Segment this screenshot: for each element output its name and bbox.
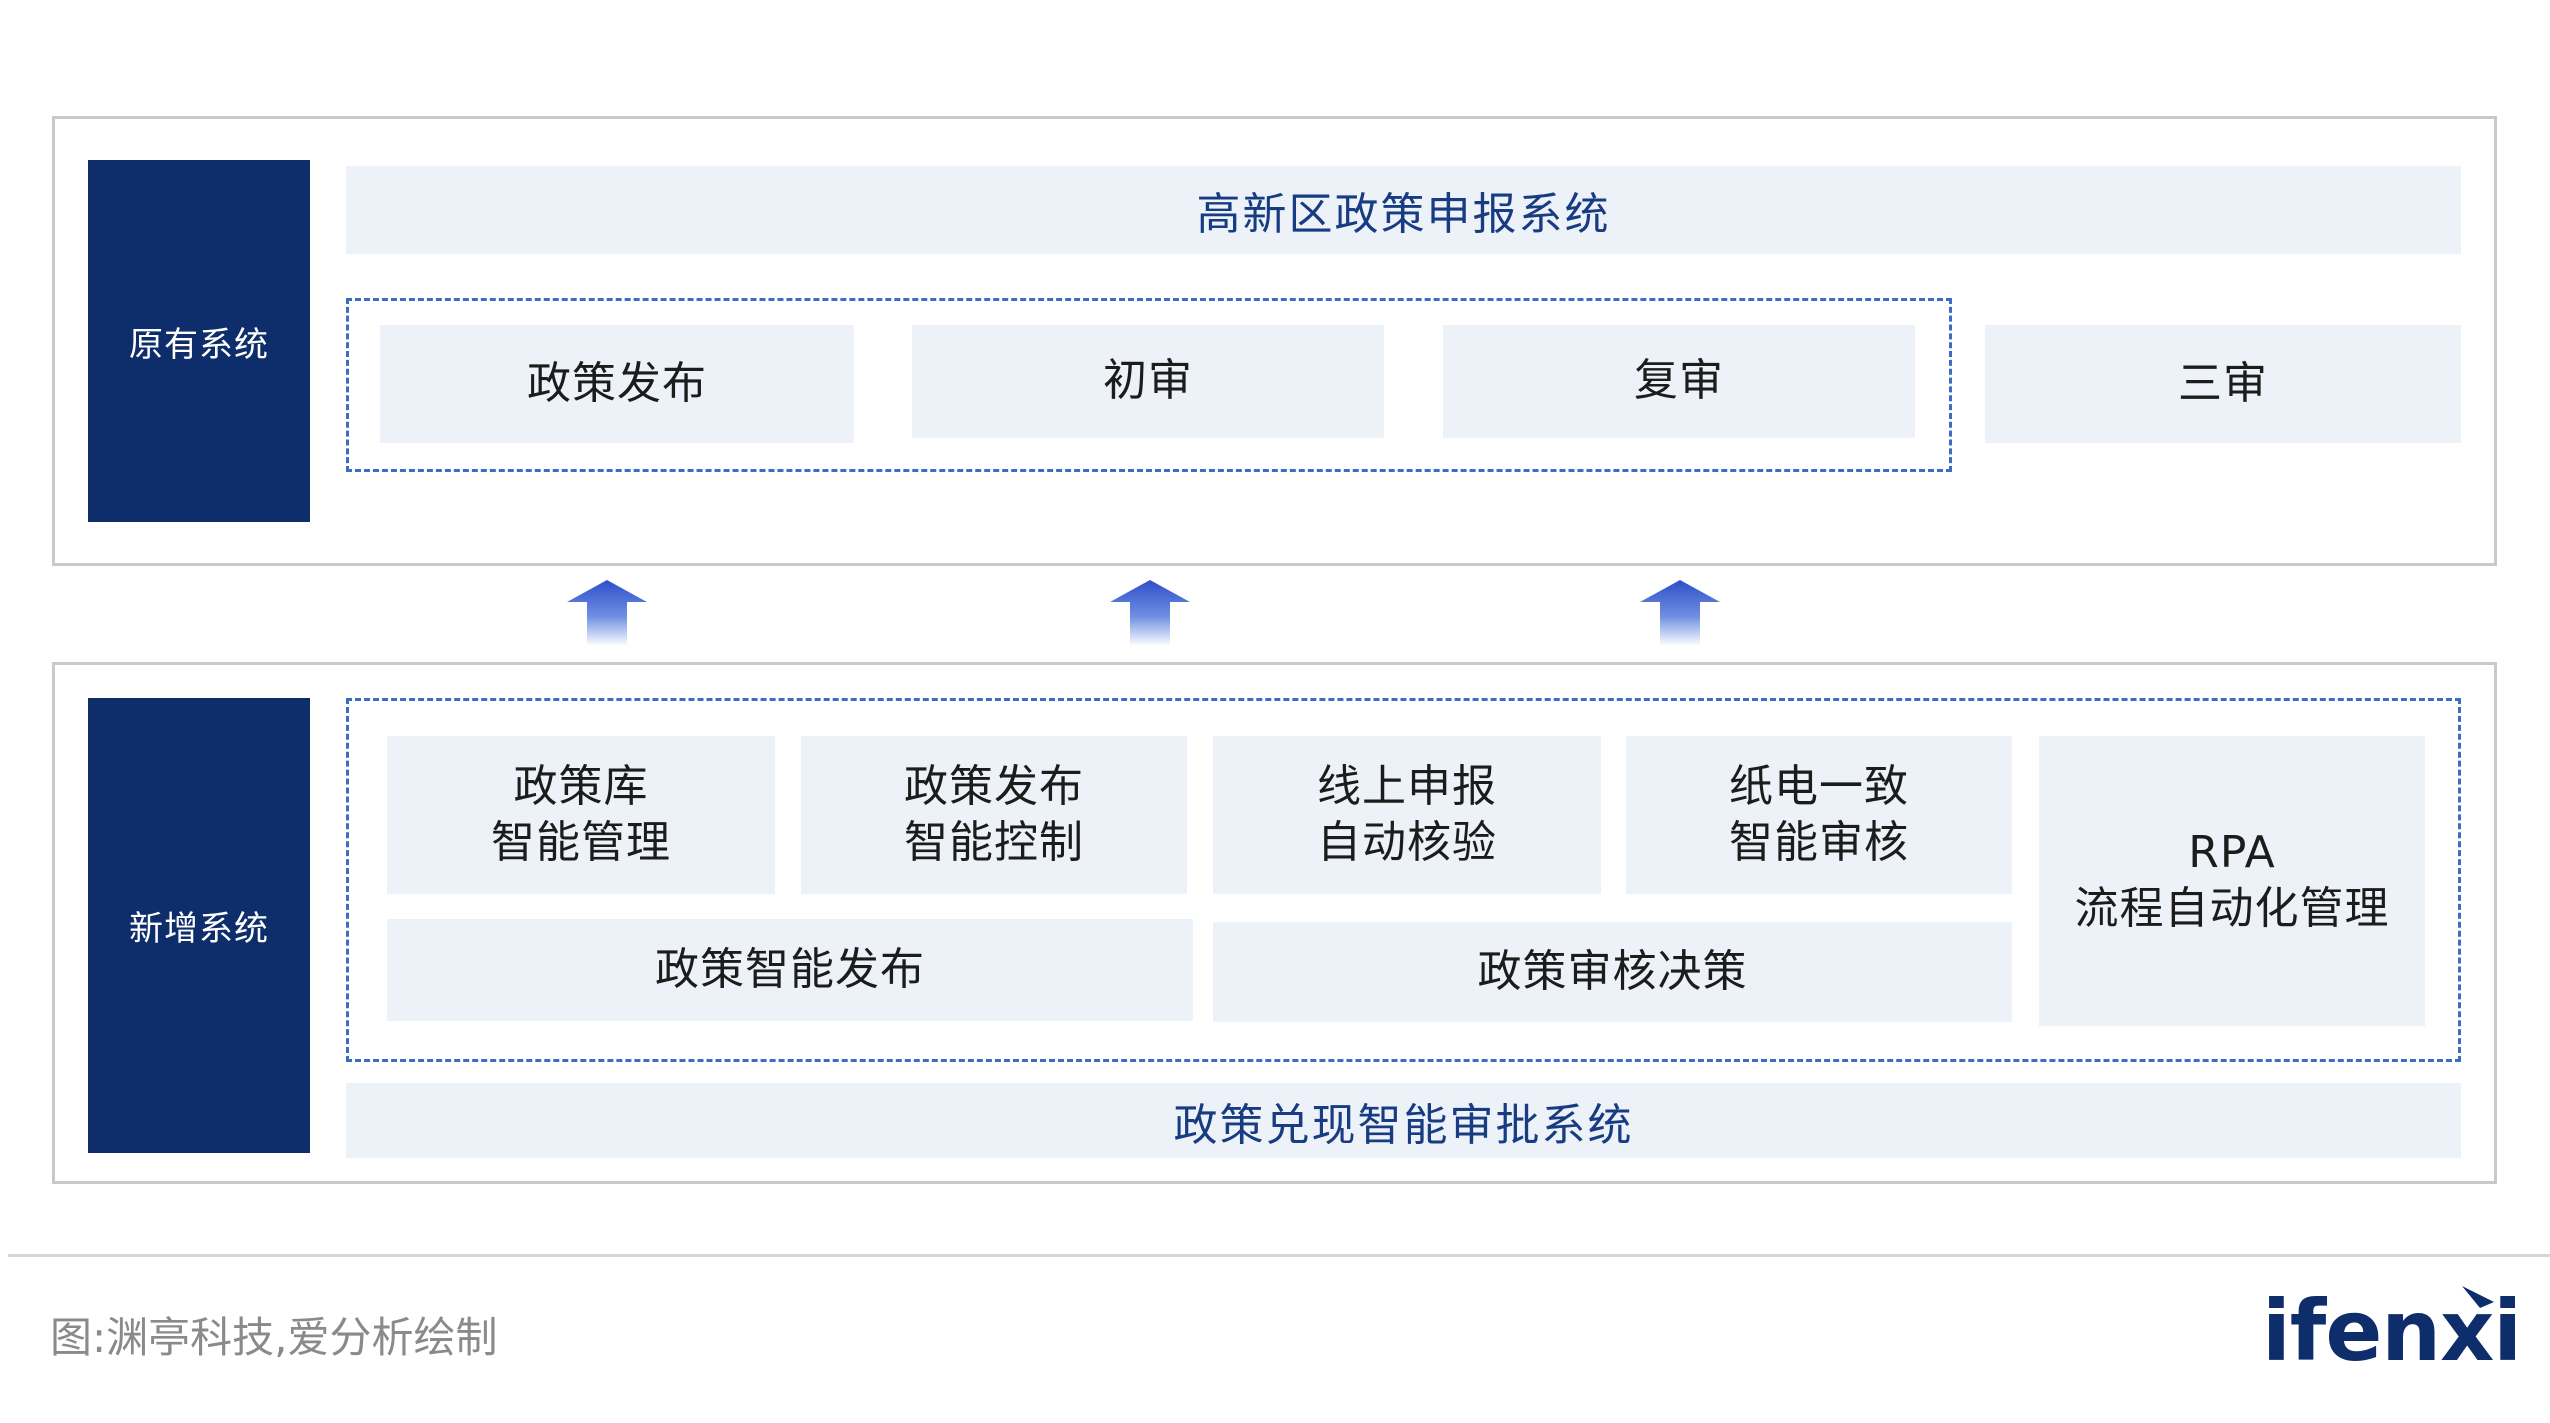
module-online-application: 线上申报 自动核验 xyxy=(1213,736,1601,894)
module-line: 政策库 xyxy=(513,760,649,812)
legacy-step-policy-publish: 政策发布 xyxy=(380,325,854,443)
new-modules-group xyxy=(346,698,2461,1062)
new-system-title: 政策兑现智能审批系统 xyxy=(346,1083,2461,1158)
legacy-system-label: 原有系统 xyxy=(88,160,310,522)
module-line: 自动核验 xyxy=(1317,817,1497,868)
module-line: RPA xyxy=(2188,826,2276,878)
module-rpa: RPA 流程自动化管理 xyxy=(2039,736,2425,1026)
module-paper-electronic-consistency: 纸电一致 智能审核 xyxy=(1626,736,2012,894)
module-policy-smart-publish: 政策智能发布 xyxy=(387,919,1193,1021)
footer-divider xyxy=(8,1254,2550,1257)
arrow-up-icon xyxy=(567,580,647,646)
module-line: 智能管理 xyxy=(491,817,671,868)
legacy-step-first-review: 初审 xyxy=(912,325,1384,438)
module-policy-publish-control: 政策发布 智能控制 xyxy=(801,736,1187,894)
module-line: 流程自动化管理 xyxy=(2074,883,2390,934)
legacy-review-group xyxy=(346,298,1952,472)
module-line: 线上申报 xyxy=(1317,760,1497,812)
legacy-step-third-review: 三审 xyxy=(1985,325,2461,443)
arrow-up-icon xyxy=(1110,580,1190,646)
arrow-up-icon xyxy=(1640,580,1720,646)
module-policy-library: 政策库 智能管理 xyxy=(387,736,775,894)
legacy-step-second-review: 复审 xyxy=(1443,325,1915,438)
source-caption: 图:渊亭科技,爱分析绘制 xyxy=(50,1313,498,1362)
module-line: 智能审核 xyxy=(1729,817,1909,868)
legacy-system-title: 高新区政策申报系统 xyxy=(346,166,2461,254)
new-system-label: 新增系统 xyxy=(88,698,310,1153)
module-line: 智能控制 xyxy=(904,817,1084,868)
logo-swoosh-icon xyxy=(2462,1286,2494,1308)
module-line: 纸电一致 xyxy=(1729,760,1909,812)
module-policy-review-decision: 政策审核决策 xyxy=(1213,922,2012,1022)
module-line: 政策发布 xyxy=(904,760,1084,812)
